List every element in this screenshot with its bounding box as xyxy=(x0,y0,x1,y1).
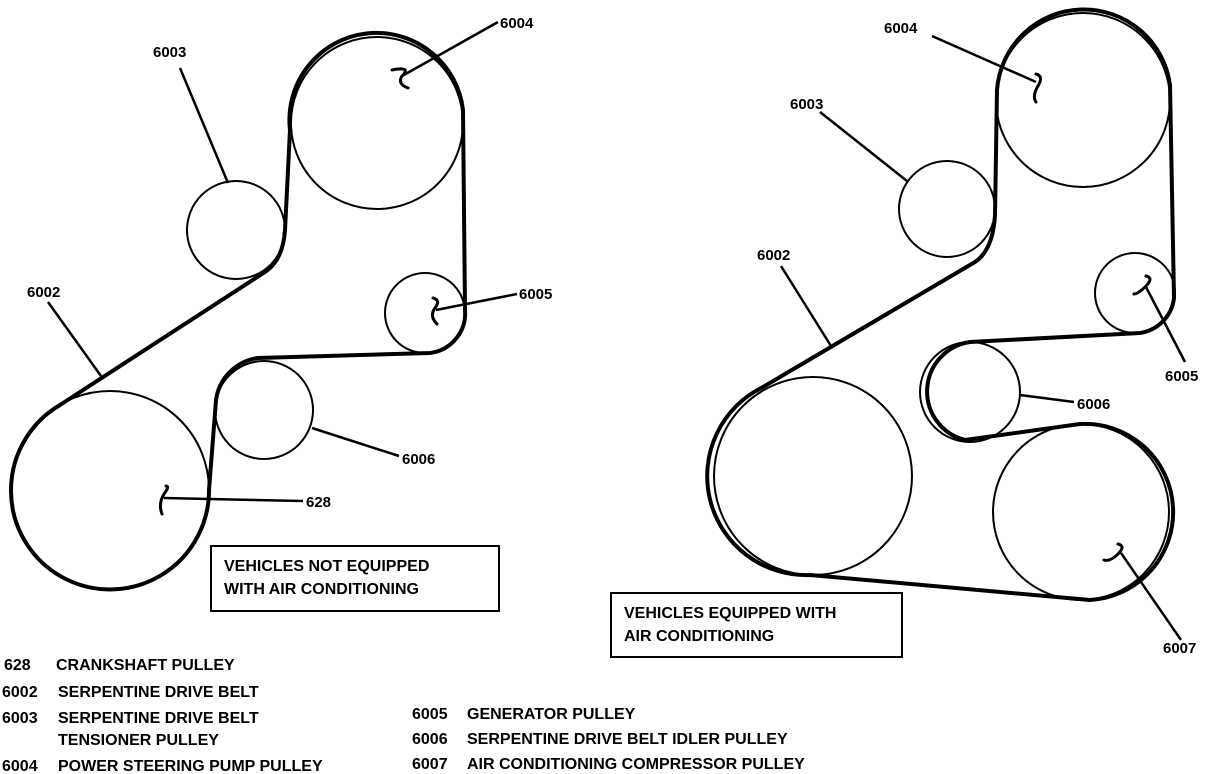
pulley-crankshaft xyxy=(713,376,913,576)
leader-628 xyxy=(163,496,304,503)
legend-number-6004: 6004 xyxy=(2,758,38,774)
leader-6005 xyxy=(435,292,518,312)
callout-6003: 6003 xyxy=(790,96,823,113)
callout-6003: 6003 xyxy=(153,44,186,61)
caption-box-with-ac xyxy=(610,592,903,658)
hub-mark-628 xyxy=(158,484,170,516)
caption-with-ac-line-2: AIR CONDITIONING xyxy=(624,628,774,645)
caption-no-ac-line-1: VEHICLES NOT EQUIPPED xyxy=(224,558,429,575)
leader-6007 xyxy=(1119,552,1183,641)
legend-number-6007: 6007 xyxy=(412,756,448,773)
hub-mark-6005 xyxy=(1132,274,1152,296)
legend-text-6002: SERPENTINE DRIVE BELT xyxy=(58,684,259,701)
legend-text-6006: SERPENTINE DRIVE BELT IDLER PULLEY xyxy=(467,731,788,748)
legend-text-6004: POWER STEERING PUMP PULLEY xyxy=(58,758,323,774)
callout-6006: 6006 xyxy=(1077,396,1110,413)
pulley-6004-power-steering xyxy=(995,12,1171,188)
pulley-6003-tensioner xyxy=(898,160,996,258)
legend-text-628: CRANKSHAFT PULLEY xyxy=(56,657,235,674)
legend-text-6005: GENERATOR PULLEY xyxy=(467,706,636,723)
hub-mark-6007 xyxy=(1102,542,1124,562)
callout-628: 628 xyxy=(306,494,331,511)
leader-6002 xyxy=(779,265,833,347)
legend-number-6002: 6002 xyxy=(2,684,38,701)
leader-6002 xyxy=(46,301,103,377)
leader-6006 xyxy=(311,426,400,458)
callout-6002: 6002 xyxy=(757,247,790,264)
pulley-6004-power-steering xyxy=(290,36,464,210)
leader-6004 xyxy=(931,34,1037,84)
callout-6005: 6005 xyxy=(1165,368,1198,385)
legend-text-6003-line-1: SERPENTINE DRIVE BELT xyxy=(58,710,259,727)
hub-mark-6004 xyxy=(1032,72,1043,104)
pulley-6006-idler xyxy=(214,360,314,460)
callout-6007: 6007 xyxy=(1163,640,1196,657)
hub-mark-6004 xyxy=(390,67,410,90)
leader-6005 xyxy=(1144,286,1187,363)
pulley-6003-tensioner xyxy=(186,180,286,280)
legend-text-6007: AIR CONDITIONING COMPRESSOR PULLEY xyxy=(467,756,805,773)
serpentine-belt-6002 xyxy=(9,30,468,592)
callout-6004: 6004 xyxy=(884,20,918,37)
legend-number-6003: 6003 xyxy=(2,710,38,727)
legend-number-628: 628 xyxy=(4,657,31,674)
leader-6003 xyxy=(178,67,230,184)
leader-6006 xyxy=(1019,393,1075,404)
callout-6005: 6005 xyxy=(519,286,552,303)
caption-no-ac-line-2: WITH AIR CONDITIONING xyxy=(224,581,419,598)
leader-6003 xyxy=(819,111,908,182)
diagram-with-ac: 6004 6003 6002 6005 6006 6007 VEHICLES E… xyxy=(610,7,1198,658)
legend-number-6006: 6006 xyxy=(412,731,448,748)
hub-mark-6005 xyxy=(430,296,440,326)
legend-text-6003-line-2: TENSIONER PULLEY xyxy=(58,732,219,749)
caption-box-no-ac xyxy=(210,545,500,612)
callout-6004: 6004 xyxy=(500,15,534,32)
legend-number-6005: 6005 xyxy=(412,706,448,723)
callout-6006: 6006 xyxy=(402,451,435,468)
leader-6004 xyxy=(401,20,499,78)
pulley-6007-ac-compressor xyxy=(992,423,1170,601)
pulley-6006-idler xyxy=(919,341,1021,443)
callout-6002: 6002 xyxy=(27,284,60,301)
serpentine-belt-6002 xyxy=(705,7,1176,602)
diagram-no-ac: 6003 6004 6002 6005 6006 628 VEHICLES NO… xyxy=(9,15,552,612)
caption-with-ac-line-1: VEHICLES EQUIPPED WITH xyxy=(624,605,836,622)
legend: 628 CRANKSHAFT PULLEY 6002 SERPENTINE DR… xyxy=(2,657,805,774)
